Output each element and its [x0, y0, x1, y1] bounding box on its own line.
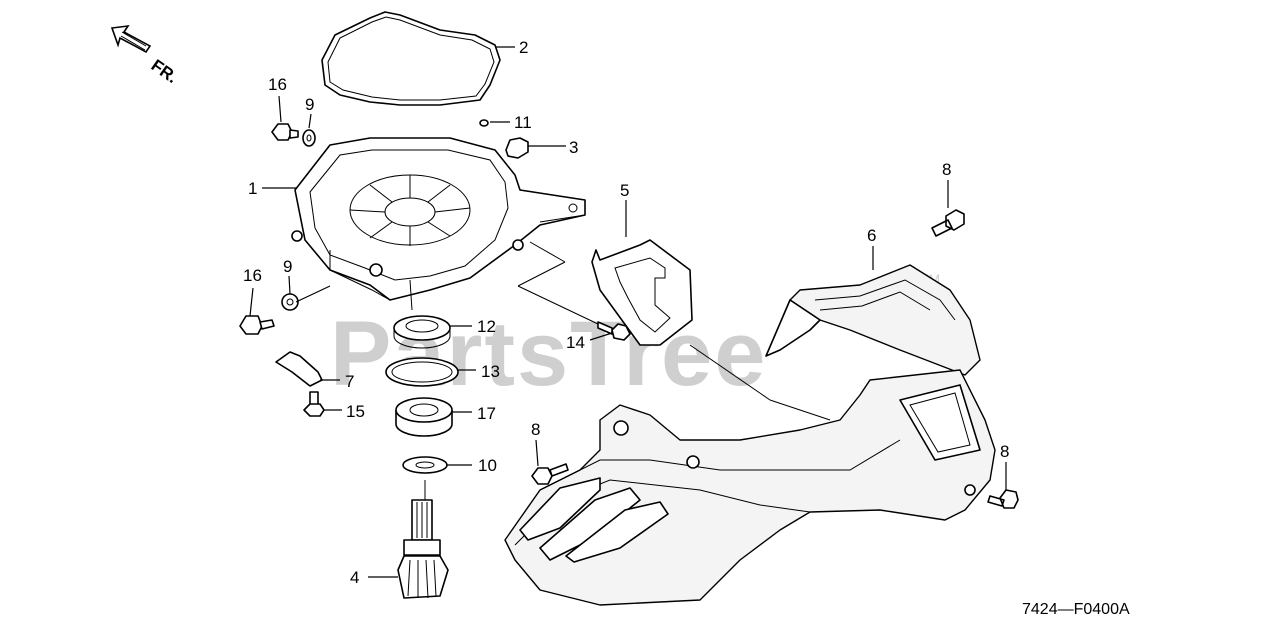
bolt-14 [597, 321, 631, 341]
bolt-16-upper [271, 123, 299, 141]
bolt-15 [303, 391, 325, 417]
case-cover-part [291, 137, 586, 301]
callout-11: 11 [514, 113, 532, 132]
callout-2: 2 [519, 38, 528, 57]
callout-9-upper: 9 [305, 95, 314, 114]
callout-12: 12 [477, 317, 496, 336]
callout-8-right: 8 [1000, 442, 1009, 461]
washer-9-lower [281, 293, 299, 311]
cover-lower [504, 369, 996, 606]
clamp-part-7 [275, 351, 323, 387]
washer-10 [402, 456, 448, 474]
bolt-8-top [931, 209, 965, 237]
bracket-5-slot [614, 257, 671, 333]
callout-8-left: 8 [531, 420, 540, 439]
front-arrow-icon [110, 24, 152, 54]
watermark-text: PartsTree [330, 303, 767, 405]
bolt-8-left [531, 463, 569, 485]
o-ring-13-inner [391, 361, 453, 383]
washer-9-upper-hole [306, 134, 312, 142]
gasket-part [321, 11, 501, 106]
bearing-17 [395, 397, 453, 437]
bracket-5 [591, 239, 693, 346]
callout-1: 1 [248, 179, 257, 198]
callout-5: 5 [620, 181, 629, 200]
leader-lines [249, 46, 1007, 578]
diagram-code: 7424—F0400A [1022, 601, 1130, 618]
callout-15: 15 [346, 402, 365, 421]
washer-10-hole [415, 461, 435, 469]
callout-6: 6 [867, 226, 876, 245]
callout-9-lower: 9 [283, 257, 292, 276]
part-11-clip [479, 119, 489, 127]
bolt-16-lower [239, 315, 275, 335]
callout-14: 14 [566, 333, 585, 352]
callout-4: 4 [350, 568, 359, 587]
part-3-cap [505, 137, 529, 159]
callout-16-lower: 16 [243, 266, 262, 285]
washer-9-upper [302, 129, 316, 147]
o-ring-13 [385, 357, 459, 387]
callout-3: 3 [569, 138, 578, 157]
callout-10: 10 [478, 456, 497, 475]
reference-lines [409, 241, 831, 500]
washer-9-lower-hole [286, 298, 294, 306]
callout-7: 7 [345, 372, 354, 391]
pinion-gear-4 [397, 499, 449, 599]
callout-17: 17 [477, 404, 496, 423]
cover-upper-6 [765, 264, 981, 376]
callout-8-top: 8 [942, 160, 951, 179]
callout-16-upper: 16 [268, 75, 287, 94]
front-direction-label: FR. [148, 56, 181, 87]
bolt-8-right [987, 489, 1019, 509]
bearing-12 [393, 315, 451, 349]
callout-13: 13 [481, 362, 500, 381]
